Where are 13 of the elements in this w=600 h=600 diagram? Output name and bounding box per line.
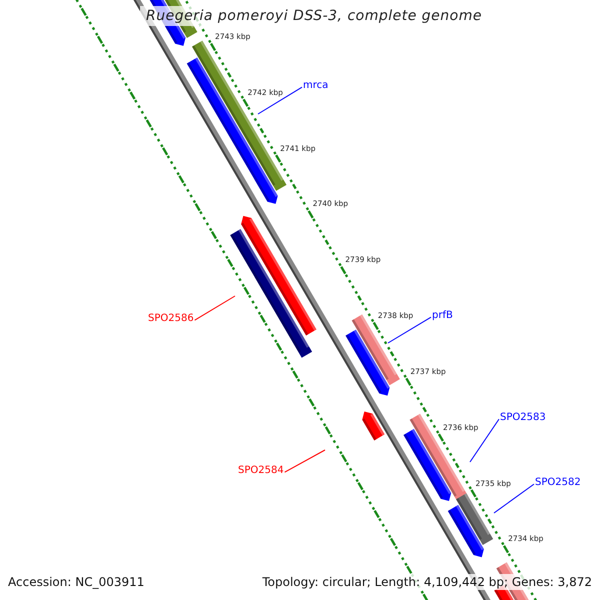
leader-line (470, 418, 500, 462)
gene-label: SPO2586 (148, 313, 194, 324)
gene-label: SPO2582 (535, 477, 581, 488)
gene-label: SPO2583 (500, 412, 546, 423)
leader-line (284, 450, 326, 473)
accession-label: Accession: NC_003911 (6, 574, 146, 590)
leader-line (194, 296, 236, 321)
leader-line (258, 86, 302, 114)
gene-label: prfB (432, 310, 453, 321)
leader-line (494, 484, 534, 514)
gene-label: mrca (303, 80, 328, 91)
leader-line (388, 316, 432, 344)
gene-label: SPO2584 (238, 465, 284, 476)
